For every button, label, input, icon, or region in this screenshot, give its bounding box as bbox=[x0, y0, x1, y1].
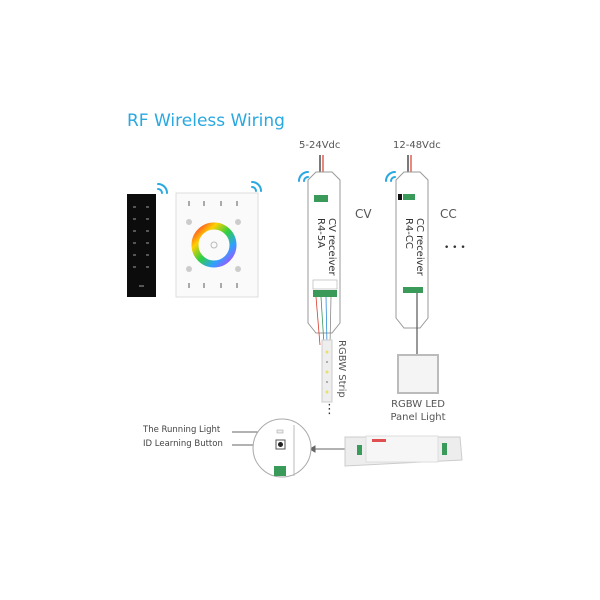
remote-control bbox=[127, 194, 156, 297]
magnified-detail bbox=[252, 418, 312, 478]
receiver-controller-box bbox=[344, 435, 463, 467]
cv-label: CV bbox=[355, 207, 372, 221]
panel-light-label: RGBW LED Panel Light bbox=[390, 398, 446, 424]
cc-receiver-text: CC receiver R4-CC bbox=[403, 218, 425, 276]
cv-device-name: CV receiver bbox=[326, 218, 337, 276]
cv-receiver-text: CV receiver R4-5A bbox=[315, 218, 337, 276]
id-learning-button-callout: ID Learning Button bbox=[143, 439, 223, 449]
cv-device-model: R4-5A bbox=[315, 218, 326, 249]
more-strips-ellipsis: ⋮ bbox=[323, 402, 336, 417]
panel-light-line1: RGBW LED bbox=[391, 399, 445, 410]
wireless-signal-icon bbox=[251, 181, 262, 192]
cc-voltage-label: 12-48Vdc bbox=[393, 140, 441, 151]
cc-device-name: CC receiver bbox=[414, 218, 425, 276]
more-receivers-ellipsis: • • • bbox=[444, 243, 466, 253]
wireless-signal-icon bbox=[298, 171, 309, 182]
cv-receiver bbox=[307, 155, 341, 346]
diagram-title: RF Wireless Wiring bbox=[127, 111, 285, 131]
cc-receiver bbox=[395, 155, 439, 394]
rgbw-led-strip bbox=[321, 339, 333, 403]
cc-label: CC bbox=[440, 207, 457, 221]
wall-touch-panel bbox=[175, 192, 259, 298]
cc-device-model: R4-CC bbox=[403, 218, 414, 249]
running-light-callout: The Running Light bbox=[143, 425, 221, 435]
strip-label: RGBW Strip bbox=[336, 340, 347, 398]
rgbw-led-panel-light bbox=[397, 354, 439, 394]
wireless-signal-icon bbox=[157, 183, 168, 194]
wireless-signal-icon bbox=[385, 171, 396, 182]
panel-light-line2: Panel Light bbox=[390, 412, 446, 423]
cv-voltage-label: 5-24Vdc bbox=[299, 140, 341, 151]
